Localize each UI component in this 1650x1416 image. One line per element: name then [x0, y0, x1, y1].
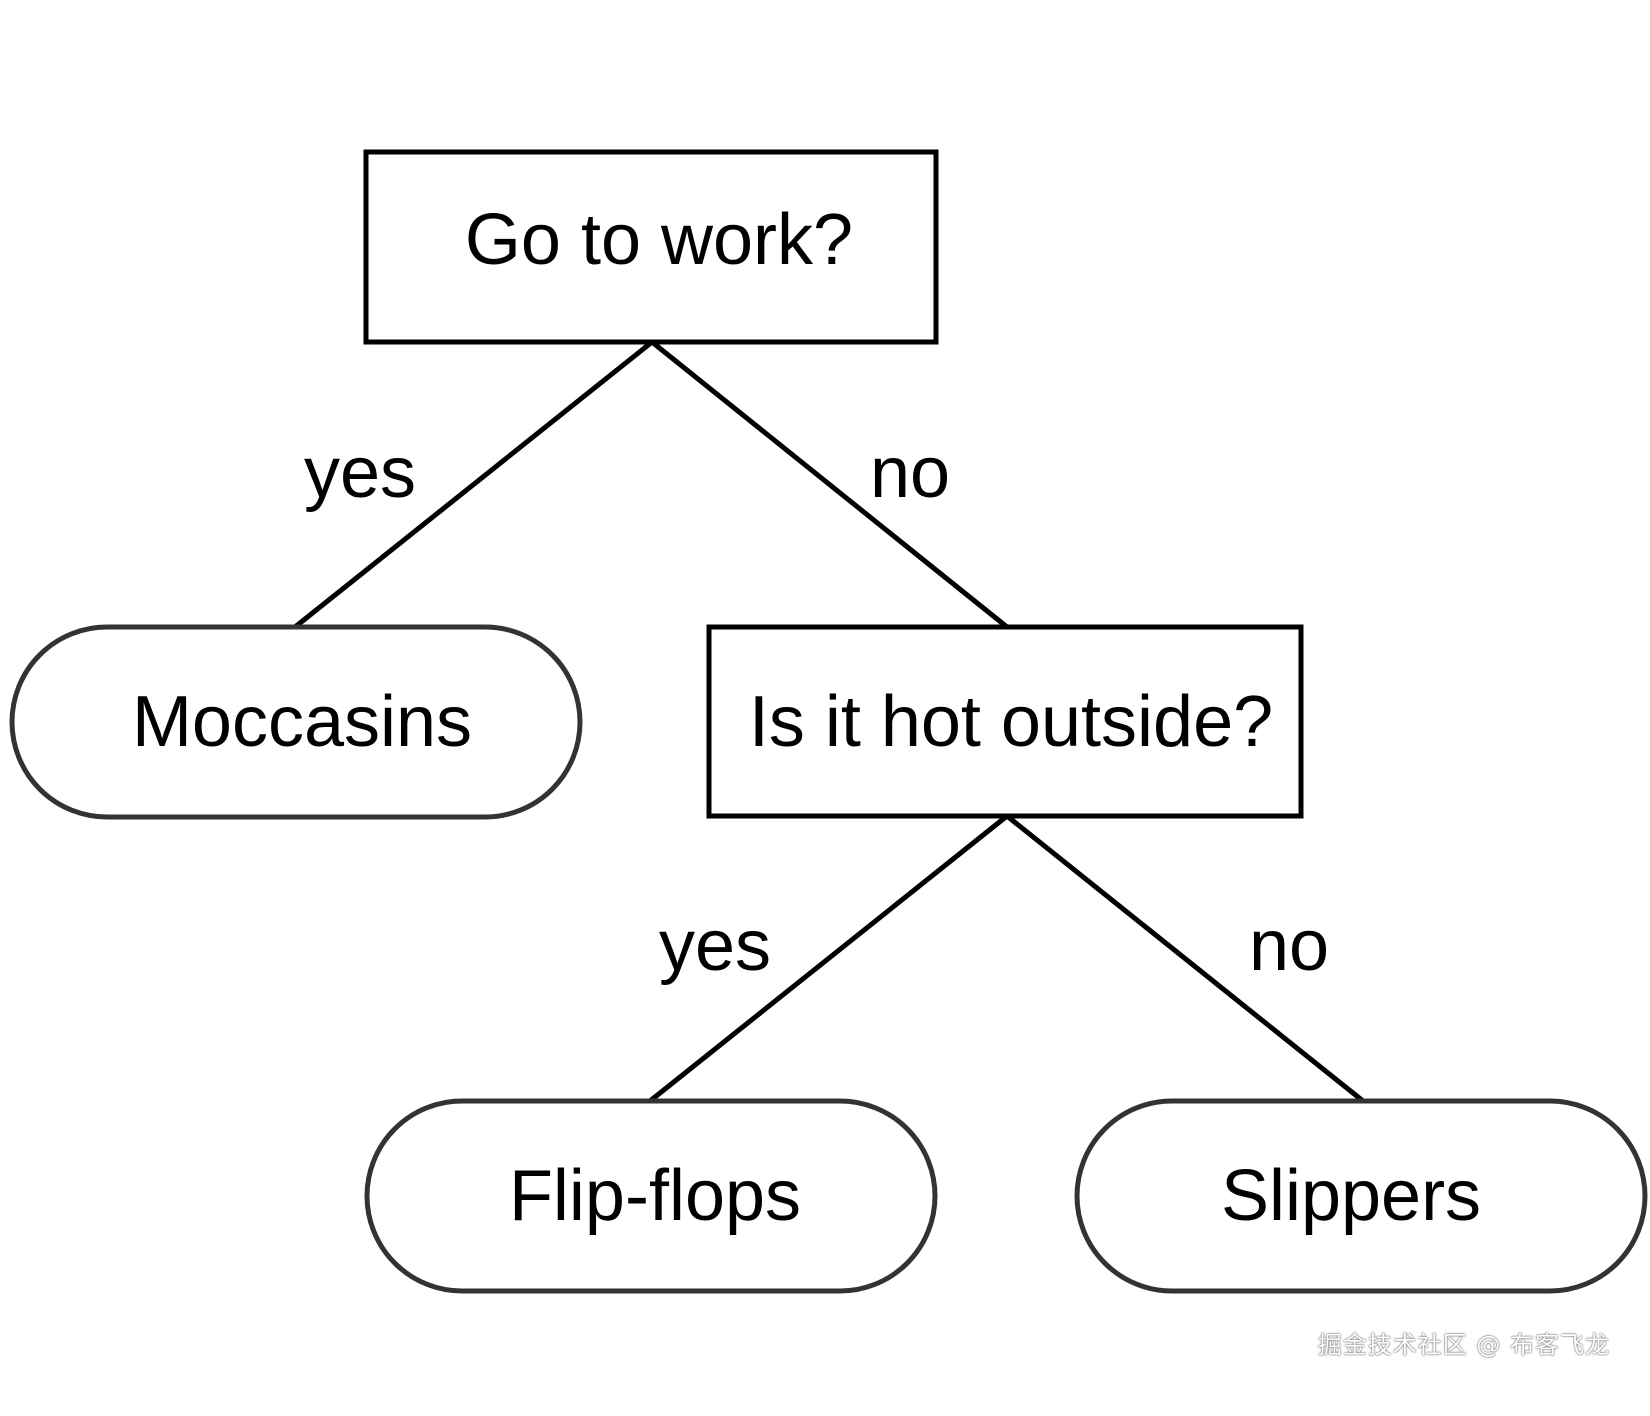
edge-second-to-flipflops [648, 814, 1009, 1103]
leaf-slippers-box [1074, 1098, 1648, 1294]
watermark: 掘金技术社区 @ 布客飞龙 [1317, 1331, 1610, 1359]
leaf-flipflops-box [364, 1098, 938, 1294]
edge-root-to-moccasins [293, 340, 654, 629]
edge-label-root-yes: yes [304, 433, 416, 513]
leaf-moccasins-label: Moccasins [132, 682, 472, 762]
edge-second-to-slippers [1005, 814, 1365, 1103]
second-question-label: Is it hot outside? [749, 682, 1273, 762]
edge-label-root-no: no [870, 433, 950, 513]
root-question-box [363, 149, 939, 345]
leaf-moccasins-box [9, 624, 583, 820]
edge-label-second-yes: yes [659, 906, 771, 986]
edge-root-to-second-question [650, 340, 1009, 629]
leaf-flipflops-label: Flip-flops [509, 1156, 801, 1236]
root-question-label: Go to work? [465, 200, 853, 280]
second-question-box [706, 624, 1304, 819]
leaf-slippers-label: Slippers [1221, 1156, 1481, 1236]
edge-label-second-no: no [1249, 906, 1329, 986]
